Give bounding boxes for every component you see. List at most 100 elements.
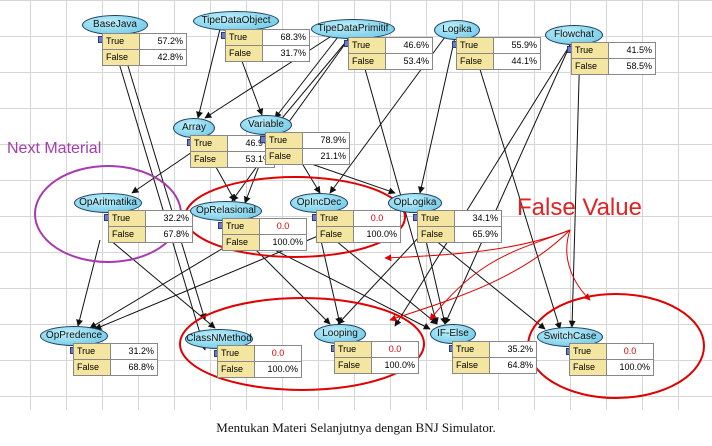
false-label: False <box>417 226 455 243</box>
edge-25 <box>94 235 319 330</box>
false-value: 67.8% <box>145 226 193 243</box>
false-value: 31.7% <box>262 45 310 62</box>
false-label: False <box>222 234 260 251</box>
false-label: False <box>225 45 263 62</box>
edge-22 <box>89 243 231 329</box>
true-label: True <box>348 37 386 54</box>
false-label: False <box>316 226 354 243</box>
edge-30 <box>429 235 546 330</box>
false-label: False <box>73 359 111 376</box>
edge-26 <box>319 235 343 325</box>
edge-28 <box>337 235 421 325</box>
false-value-arrow-4 <box>429 229 571 321</box>
true-value: 32.2% <box>145 210 193 227</box>
node-tipedataobject[interactable]: TipeDataObject <box>193 11 279 31</box>
next-material-label: Next Material <box>7 140 102 157</box>
false-value: 100.0% <box>353 226 401 243</box>
false-value: 68.8% <box>110 359 158 376</box>
false-label: False <box>217 361 255 378</box>
true-value: 68.3% <box>262 29 310 46</box>
false-label: False <box>571 58 609 75</box>
true-label: True <box>108 210 146 227</box>
highlight-ellipse-loops <box>179 297 425 391</box>
false-value-label: False Value <box>517 194 642 221</box>
false-label: False <box>265 148 303 165</box>
true-value: 41.5% <box>608 42 656 59</box>
edge-0 <box>109 32 207 351</box>
edge-14 <box>568 44 581 328</box>
node-array[interactable]: Array <box>173 118 215 138</box>
edge-10 <box>417 36 456 194</box>
true-value: 35.2% <box>489 341 537 358</box>
false-value-arrows <box>384 229 591 322</box>
false-value: 58.5% <box>608 58 656 75</box>
false-label: False <box>348 53 386 70</box>
false-label: False <box>569 359 607 376</box>
true-label: True <box>571 42 609 59</box>
false-value: 53.4% <box>385 53 433 70</box>
edge-29 <box>424 235 448 325</box>
true-label: True <box>452 341 490 358</box>
true-value: 0.0 <box>371 341 419 358</box>
true-value: 55.9% <box>493 37 541 54</box>
false-value: 100.0% <box>254 361 302 378</box>
edge-19 <box>299 159 396 195</box>
false-value: 100.0% <box>259 234 307 251</box>
edge-12 <box>444 44 571 325</box>
true-value: 57.2% <box>139 33 187 50</box>
edge-5 <box>274 36 339 119</box>
edge-27 <box>329 235 438 325</box>
true-value: 0.0 <box>259 218 307 235</box>
edge-20 <box>76 239 101 327</box>
node-tipedataprimitif[interactable]: TipeDataPrimitif <box>311 19 395 39</box>
true-label: True <box>217 345 255 362</box>
false-value-arrow-3 <box>566 229 591 301</box>
true-value: 31.2% <box>110 343 158 360</box>
false-value: 65.9% <box>454 226 502 243</box>
edge-8 <box>231 36 351 202</box>
node-basejava[interactable]: BaseJava <box>82 15 148 35</box>
true-label: True <box>222 218 260 235</box>
false-value: 44.1% <box>493 53 541 70</box>
true-label: True <box>456 37 494 54</box>
true-label: True <box>225 29 263 46</box>
true-label: True <box>316 210 354 227</box>
edge-23 <box>249 243 331 325</box>
false-label: False <box>190 151 228 168</box>
true-value: 46.6% <box>385 37 433 54</box>
true-label: True <box>417 210 455 227</box>
node-oplogika[interactable]: OpLogika <box>388 193 442 213</box>
true-value: 0.0 <box>606 343 654 360</box>
edge-11 <box>469 36 562 330</box>
false-label: False <box>456 53 494 70</box>
edge-2 <box>196 28 221 119</box>
false-value: 100.0% <box>606 359 654 376</box>
edge-7 <box>355 36 439 325</box>
edge-15 <box>131 149 196 194</box>
false-value: 53.1% <box>227 151 275 168</box>
edge-24 <box>254 239 431 330</box>
true-label: True <box>73 343 111 360</box>
true-label: True <box>334 341 372 358</box>
true-value: 78.9% <box>302 132 350 149</box>
false-value: 100.0% <box>371 357 419 374</box>
edge-13 <box>394 44 571 327</box>
edge-1 <box>117 32 207 321</box>
true-value: 0.0 <box>353 210 401 227</box>
true-label: True <box>569 343 607 360</box>
false-label: False <box>102 49 140 66</box>
